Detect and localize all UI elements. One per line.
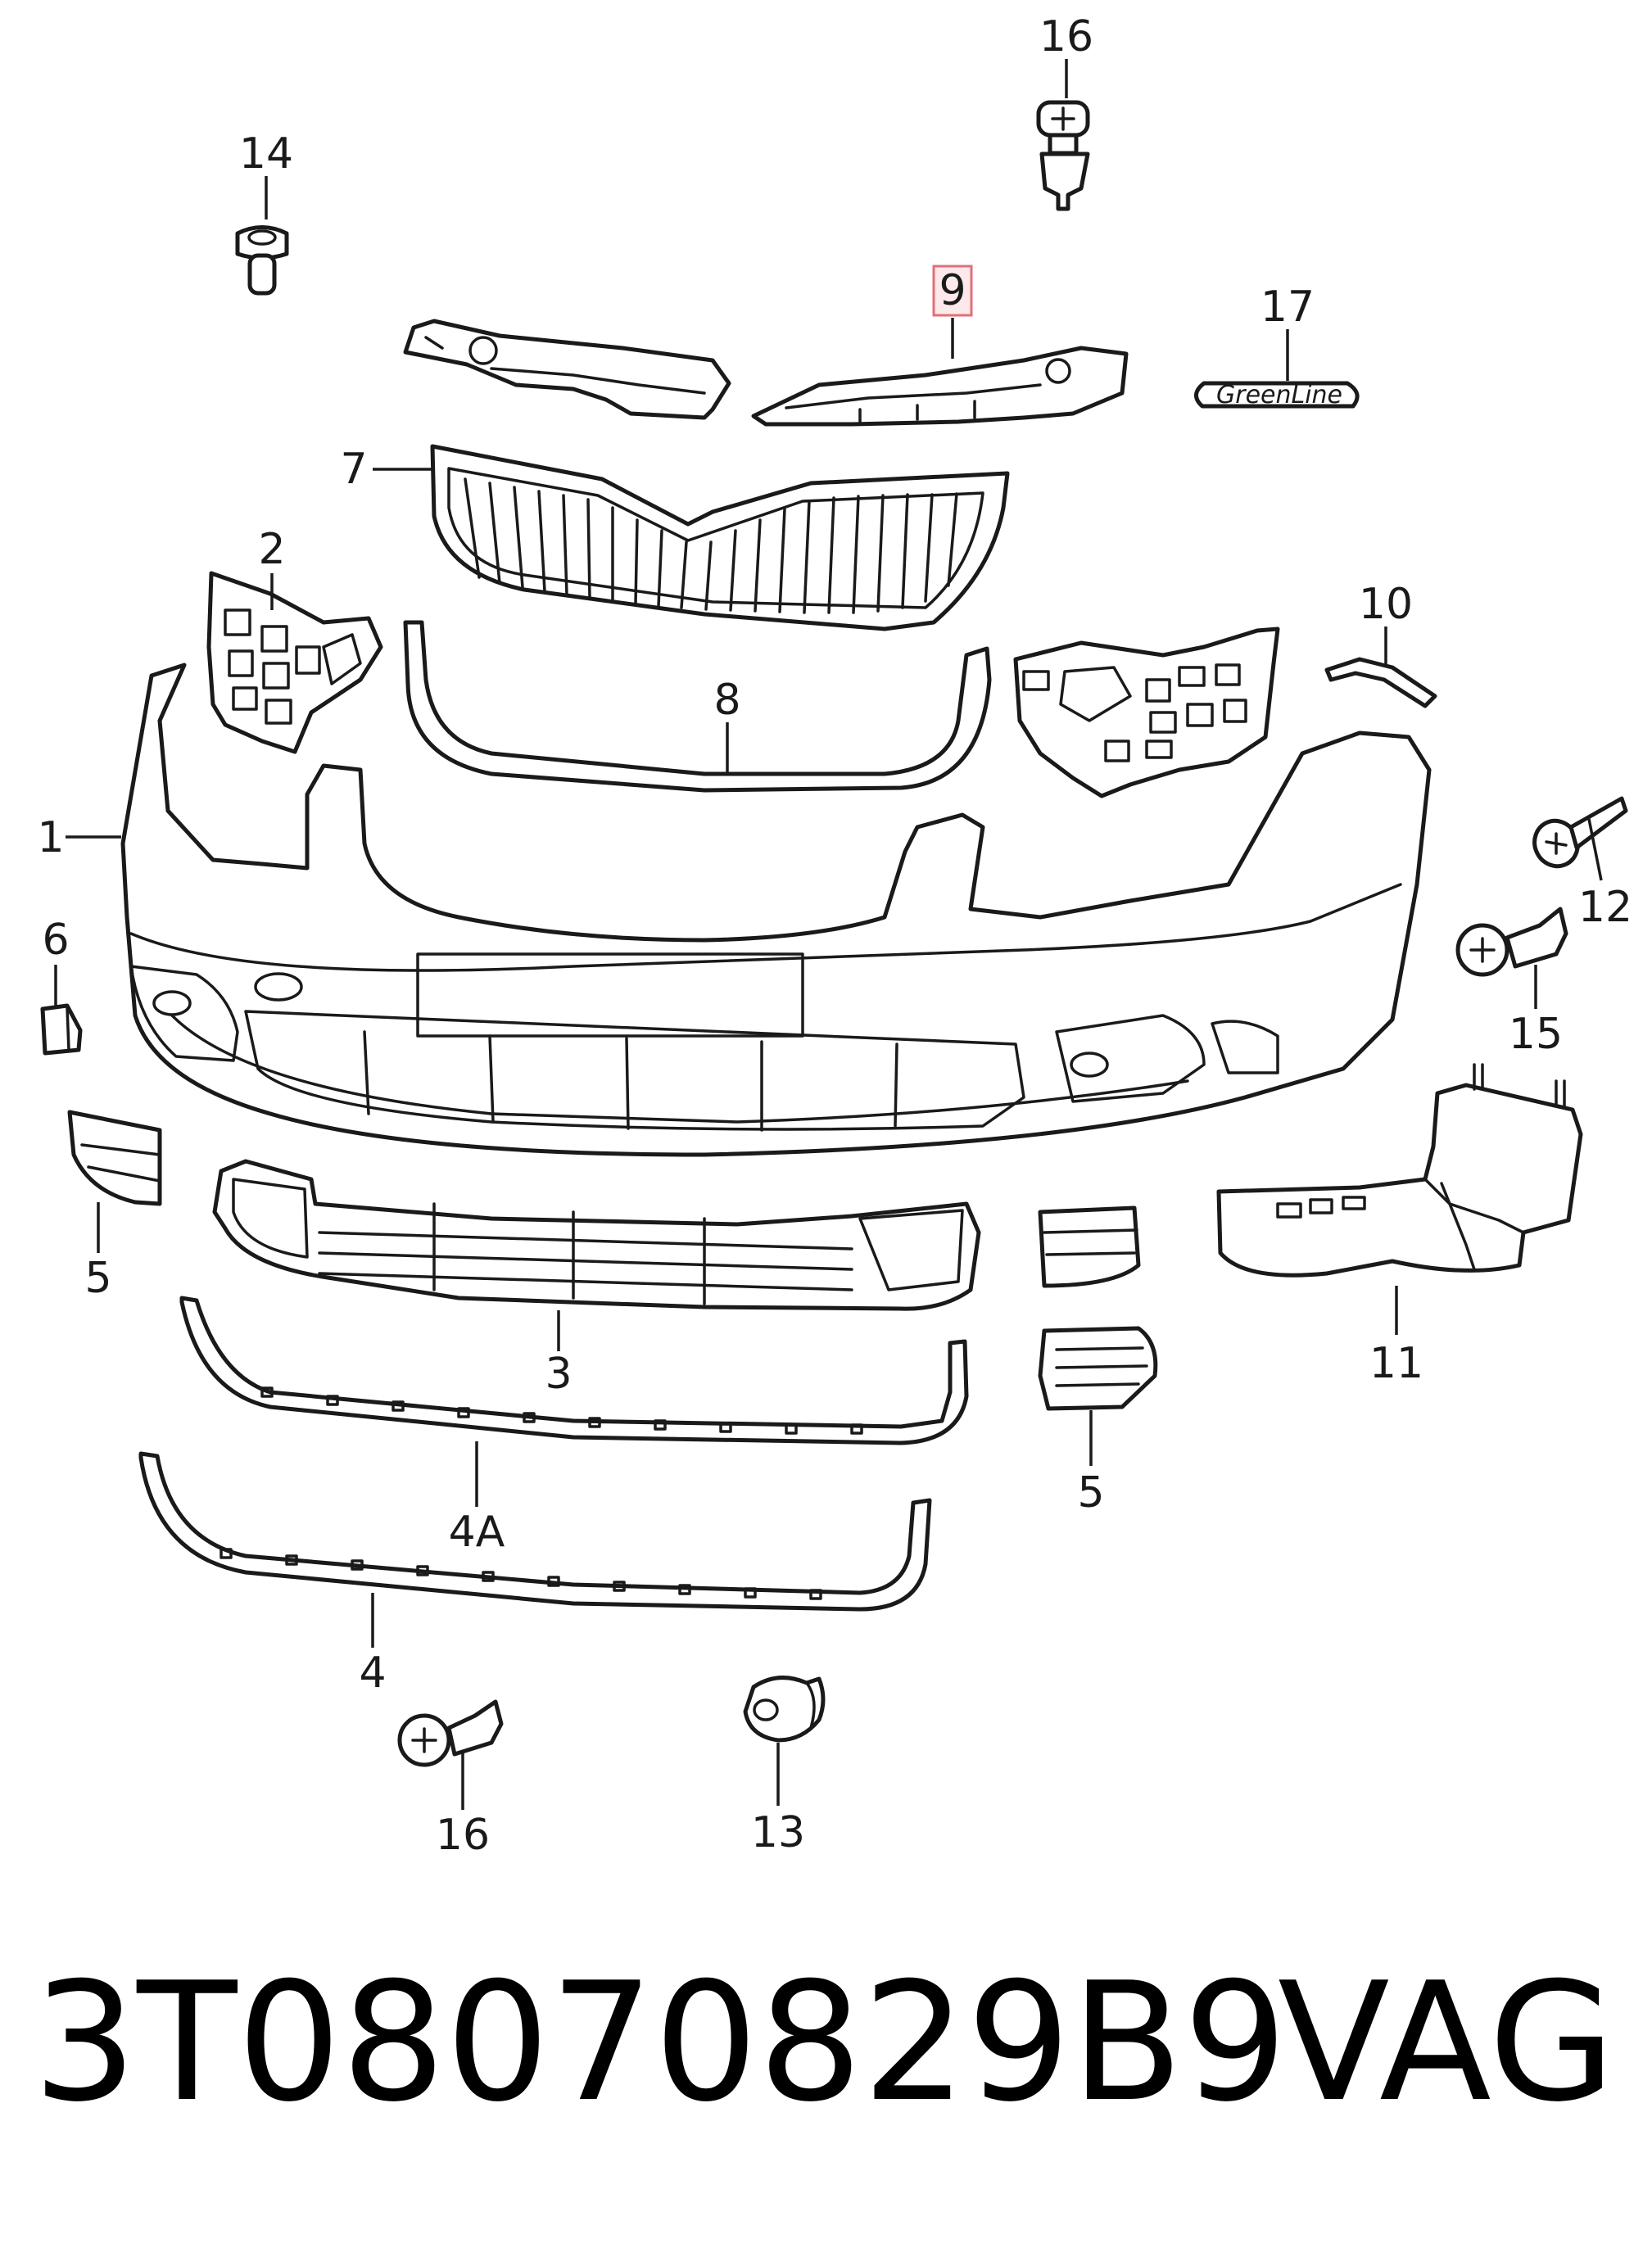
callout-7: 7 <box>340 445 367 494</box>
callout-16-bottom: 16 <box>436 1811 490 1860</box>
callout-9: 9 <box>939 266 966 315</box>
callout-14: 14 <box>239 129 293 179</box>
screw-part-12 <box>1532 796 1628 869</box>
strip-clips-4a <box>260 1386 863 1435</box>
callout-2: 2 <box>258 525 285 574</box>
callout-8: 8 <box>713 676 740 725</box>
callout-5-right: 5 <box>1077 1468 1104 1517</box>
upper-bracket-right-part-9 <box>751 346 1129 427</box>
callout-13: 13 <box>751 1808 805 1857</box>
bumper-guide-left-part-2 <box>206 571 383 754</box>
greenline-badge-text: GreenLine <box>1216 381 1342 409</box>
brand-label: VAG <box>1278 1947 1616 2138</box>
highlight-box-part-9 <box>932 265 973 317</box>
radiator-grille-part-7 <box>430 444 1010 631</box>
spoiler-strip-part-4a <box>179 1296 969 1445</box>
trim-strip-part-8 <box>403 620 992 793</box>
callout-4: 4 <box>359 1649 386 1698</box>
grille-insert-part-5-right <box>1038 1326 1158 1411</box>
callout-3: 3 <box>545 1350 572 1399</box>
callout-16-top: 16 <box>1039 12 1093 61</box>
callout-11: 11 <box>1369 1339 1423 1388</box>
callout-1: 1 <box>37 813 64 862</box>
bumper-cover-part-1 <box>120 663 1432 1157</box>
callout-15: 15 <box>1509 1010 1563 1059</box>
clip-part-15 <box>1455 907 1568 977</box>
callout-12: 12 <box>1578 883 1632 932</box>
callout-6: 6 <box>42 916 69 965</box>
strip-clips-4 <box>220 1548 822 1600</box>
spoiler-strip-part-4 <box>138 1451 932 1612</box>
lower-grille-part-3 <box>212 1159 981 1311</box>
bracket-part-6 <box>40 1003 83 1056</box>
callout-5-left: 5 <box>84 1254 111 1303</box>
callout-17: 17 <box>1260 283 1315 332</box>
grille-slats <box>464 477 958 614</box>
nut-part-13 <box>743 1676 826 1743</box>
rivet-part-14 <box>235 225 289 296</box>
part-number-label: 3T08070829B9 <box>33 1947 1288 2138</box>
callout-4a: 4A <box>449 1508 505 1557</box>
callout-10: 10 <box>1359 580 1413 629</box>
clip-part-16-bottom <box>397 1699 504 1767</box>
cap-part-5-right-upper <box>1038 1205 1141 1288</box>
badge-part-17: GreenLine <box>1194 381 1360 409</box>
trim-part-10 <box>1324 657 1437 708</box>
clip-part-16-top <box>1036 100 1090 211</box>
bumper-guide-right <box>1013 626 1280 798</box>
cap-part-5-left <box>67 1110 162 1206</box>
upper-bracket-left <box>403 319 731 420</box>
cover-part-11 <box>1216 1063 1583 1278</box>
